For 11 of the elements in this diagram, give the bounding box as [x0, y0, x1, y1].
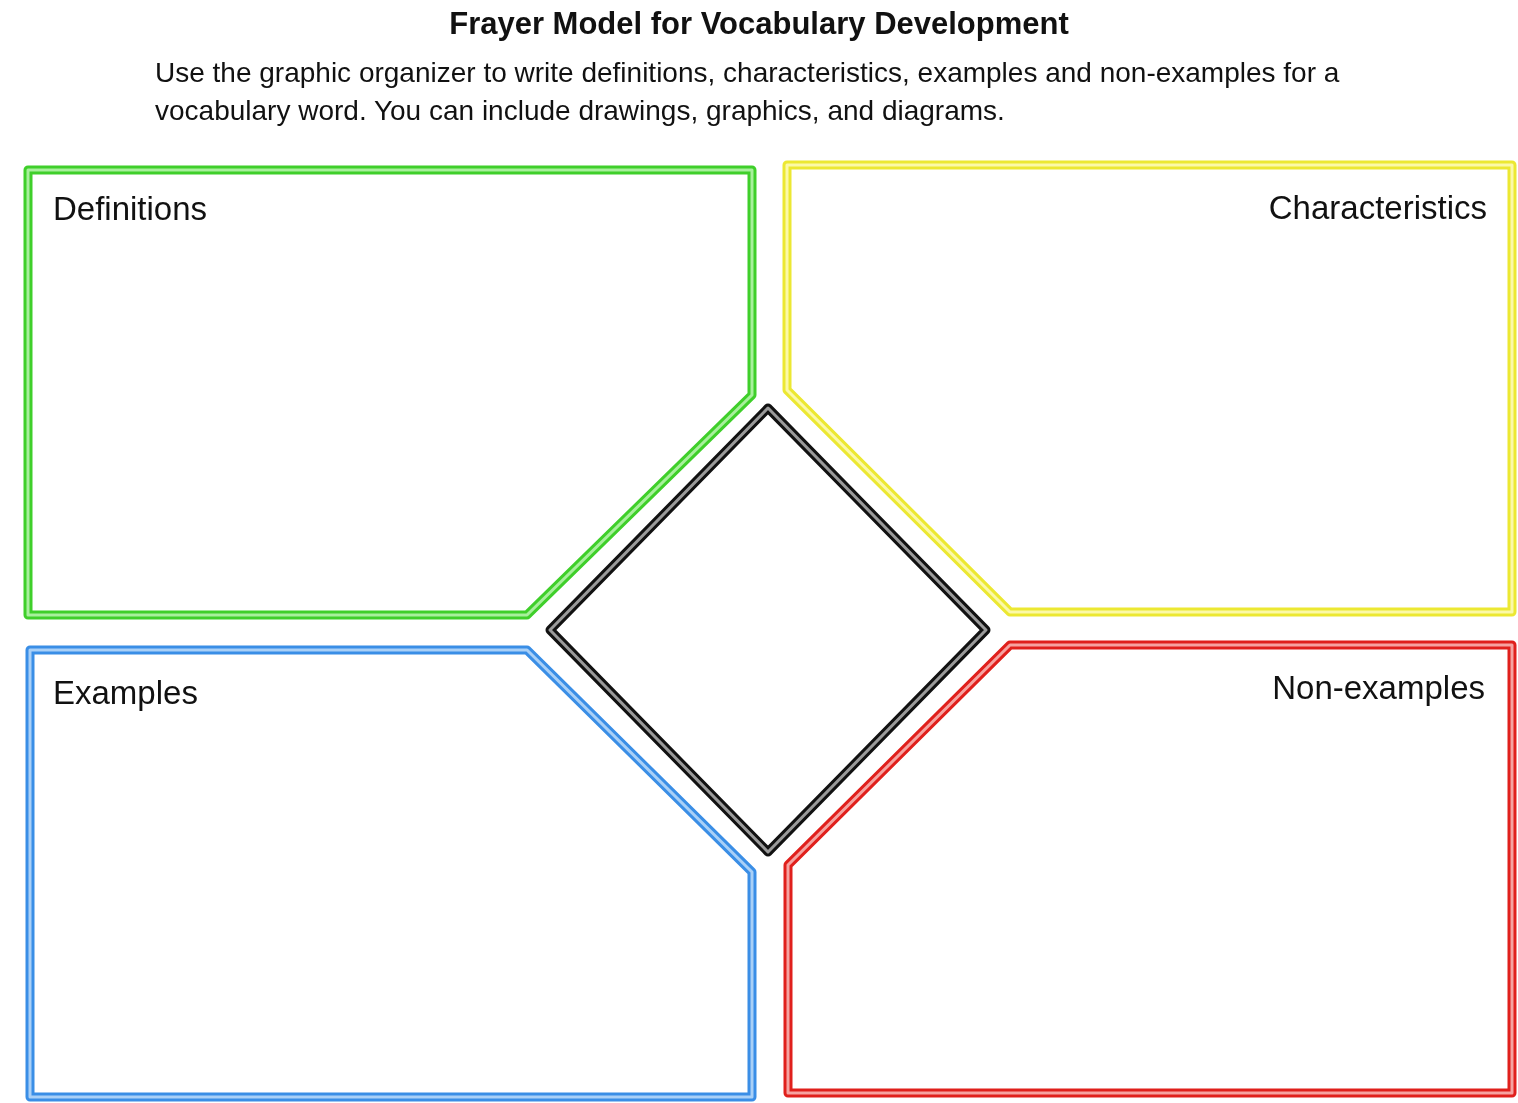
examples-panel: [26, 646, 756, 1101]
title: Frayer Model for Vocabulary Development: [449, 6, 1069, 42]
instructions-text: Use the graphic organizer to write definitions, characteristics, examples and non-examples for a vocabulary word. You can include drawings, graphics, and diagrams.: [155, 56, 1341, 128]
center-diamond: [544, 402, 992, 858]
non-examples-panel: [784, 641, 1516, 1097]
panel-heading: Definitions: [53, 190, 208, 228]
panel-heading: Non-examples: [1272, 669, 1485, 707]
characteristics-panel: [783, 161, 1516, 616]
panel-heading: Examples: [53, 674, 198, 712]
panel-heading: Characteristics: [1268, 189, 1487, 227]
definitions-panel: [24, 166, 756, 620]
